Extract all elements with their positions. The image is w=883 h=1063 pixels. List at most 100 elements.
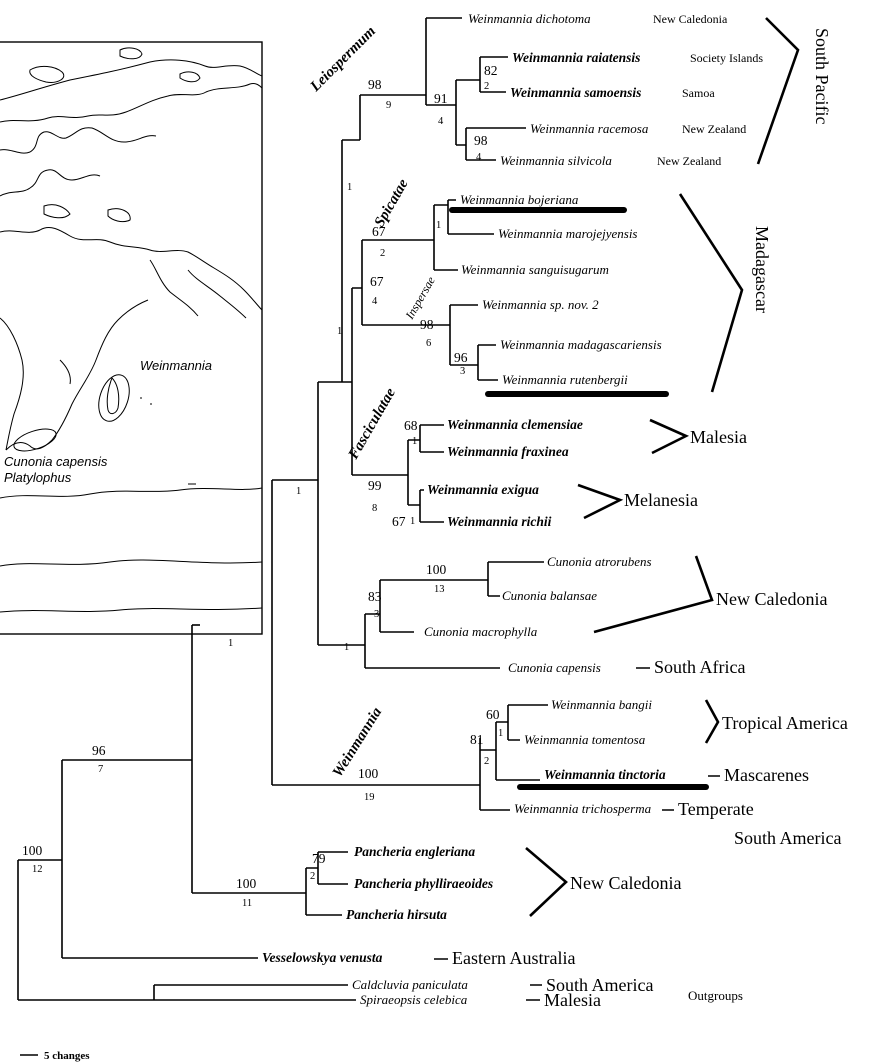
distribution-map: Weinmannia Cunonia capensis Platylophus	[0, 41, 263, 635]
taxon-label: Weinmannia rutenbergii	[502, 372, 628, 387]
branch-changes: 2	[310, 871, 315, 882]
bootstrap-value: 91	[434, 91, 448, 106]
taxon-label: Weinmannia dichotoma	[468, 11, 591, 26]
clade-spicatae: Spicatae	[372, 176, 412, 230]
branch-changes: 1	[347, 182, 352, 193]
scale-label: 5 changes	[44, 1050, 90, 1062]
branch-changes: 12	[32, 864, 43, 875]
map-label-platylophus: Platylophus	[4, 470, 72, 485]
taxon-label: Cunonia atrorubens	[547, 554, 652, 569]
support-values: 98 9 82 2 91 4 98 4 1 67 2 1 67 4 98 6 9…	[22, 63, 503, 909]
region-eastern-australia: Eastern Australia	[452, 948, 575, 968]
region-new-caledonia-pancheria: New Caledonia	[570, 873, 681, 893]
highlight-underlines	[449, 207, 709, 790]
taxon-label: Weinmannia marojejyensis	[498, 226, 638, 241]
taxon-label: Weinmannia richii	[447, 514, 552, 529]
taxon-label: Pancheria phylliraeoides	[354, 876, 493, 891]
taxon-label: Weinmannia raiatensis	[512, 50, 640, 65]
region-labels: South Pacific Madagascar Malesia Melanes…	[452, 28, 848, 1010]
branch-changes: 1	[436, 220, 441, 231]
branch-changes: 3	[374, 609, 379, 620]
bootstrap-value: 100	[22, 843, 43, 858]
taxon-label: Pancheria hirsuta	[346, 907, 447, 922]
taxon-label: Weinmannia sp. nov. 2	[482, 297, 599, 312]
clade-inspersae: Inspersae	[402, 274, 438, 323]
region-temperate: Temperate	[678, 799, 754, 819]
taxon-label: Weinmannia silvicola	[500, 153, 612, 168]
region-brackets	[525, 17, 800, 917]
bootstrap-value: 99	[368, 478, 382, 493]
branch-changes: 7	[98, 764, 103, 775]
taxon-label: Weinmannia tinctoria	[544, 767, 666, 782]
taxon-label: Vesselowskya venusta	[262, 950, 383, 965]
branch-changes: 6	[426, 338, 431, 349]
map-label-cunonia: Cunonia capensis	[4, 454, 108, 469]
clade-fasciculatae: Fasciculatae	[345, 385, 399, 463]
bootstrap-value: 96	[92, 743, 106, 758]
branch-changes: 3	[460, 366, 465, 377]
taxon-label: Weinmannia bangii	[551, 697, 652, 712]
taxon-label: Cunonia capensis	[508, 660, 601, 675]
branch-changes: 1	[412, 436, 417, 447]
bootstrap-value: 83	[368, 589, 382, 604]
taxon-label: Pancheria engleriana	[354, 844, 475, 859]
bootstrap-value: 98	[474, 133, 488, 148]
taxon-label: Weinmannia exigua	[427, 482, 539, 497]
region-south-america-temperate: South America	[734, 828, 841, 848]
taxon-label: Weinmannia trichosperma	[514, 801, 652, 816]
taxon-label: Spiraeopsis celebica	[360, 992, 468, 1007]
region-dashes	[434, 667, 720, 1001]
coastlines	[0, 47, 263, 613]
taxon-label: Weinmannia racemosa	[530, 121, 649, 136]
bootstrap-value: 79	[312, 851, 326, 866]
bootstrap-value: 68	[404, 418, 418, 433]
taxon-label: Weinmannia sanguisugarum	[461, 262, 609, 277]
bootstrap-value: 60	[486, 707, 500, 722]
branch-changes: 4	[476, 152, 482, 163]
bootstrap-value: 98	[368, 77, 382, 92]
region-south-pacific: South Pacific	[812, 28, 832, 125]
region-mascarenes: Mascarenes	[724, 765, 809, 785]
region-malesia: Malesia	[690, 427, 747, 447]
bootstrap-value: 96	[454, 350, 468, 365]
taxon-locality: Samoa	[682, 86, 715, 100]
branch-changes: 1	[228, 638, 233, 649]
bootstrap-value: 67	[370, 274, 384, 289]
region-tropical-america: Tropical America	[722, 713, 848, 733]
branch-changes: 1	[498, 728, 503, 739]
taxon-label: Cunonia macrophylla	[424, 624, 538, 639]
branch-changes: 1	[337, 326, 342, 337]
taxon-locality: New Caledonia	[653, 12, 728, 26]
region-south-africa: South Africa	[654, 657, 746, 677]
branch-changes: 1	[410, 516, 415, 527]
bootstrap-value: 100	[236, 876, 257, 891]
bootstrap-value: 67	[372, 224, 386, 239]
bootstrap-value: 81	[470, 732, 484, 747]
taxon-label: Weinmannia fraxinea	[447, 444, 569, 459]
region-madagascar: Madagascar	[752, 226, 772, 313]
branch-changes: 4	[372, 296, 378, 307]
tree-branches	[17, 17, 548, 1056]
bootstrap-value: 98	[420, 317, 434, 332]
taxon-label: Weinmannia madagascariensis	[500, 337, 662, 352]
bootstrap-value: 67	[392, 514, 406, 529]
taxon-locality: New Zealand	[682, 122, 746, 136]
branch-changes: 2	[380, 248, 385, 259]
taxon-label: Weinmannia samoensis	[510, 85, 641, 100]
taxon-label: Caldcluvia paniculata	[352, 977, 468, 992]
branch-changes: 11	[242, 898, 252, 909]
taxa: Weinmannia dichotoma New Caledonia Weinm…	[262, 11, 763, 1007]
taxon-locality: Society Islands	[690, 51, 763, 65]
branch-changes: 2	[484, 81, 489, 92]
branch-changes: 2	[484, 756, 489, 767]
branch-changes: 1	[344, 642, 349, 653]
branch-changes: 13	[434, 584, 445, 595]
region-melanesia: Melanesia	[624, 490, 698, 510]
map-label-weinmannia: Weinmannia	[140, 358, 212, 373]
taxon-locality: New Zealand	[657, 154, 721, 168]
bootstrap-value: 82	[484, 63, 498, 78]
branch-changes: 8	[372, 503, 377, 514]
branch-changes: 4	[438, 116, 444, 127]
taxon-label: Weinmannia bojeriana	[460, 192, 579, 207]
